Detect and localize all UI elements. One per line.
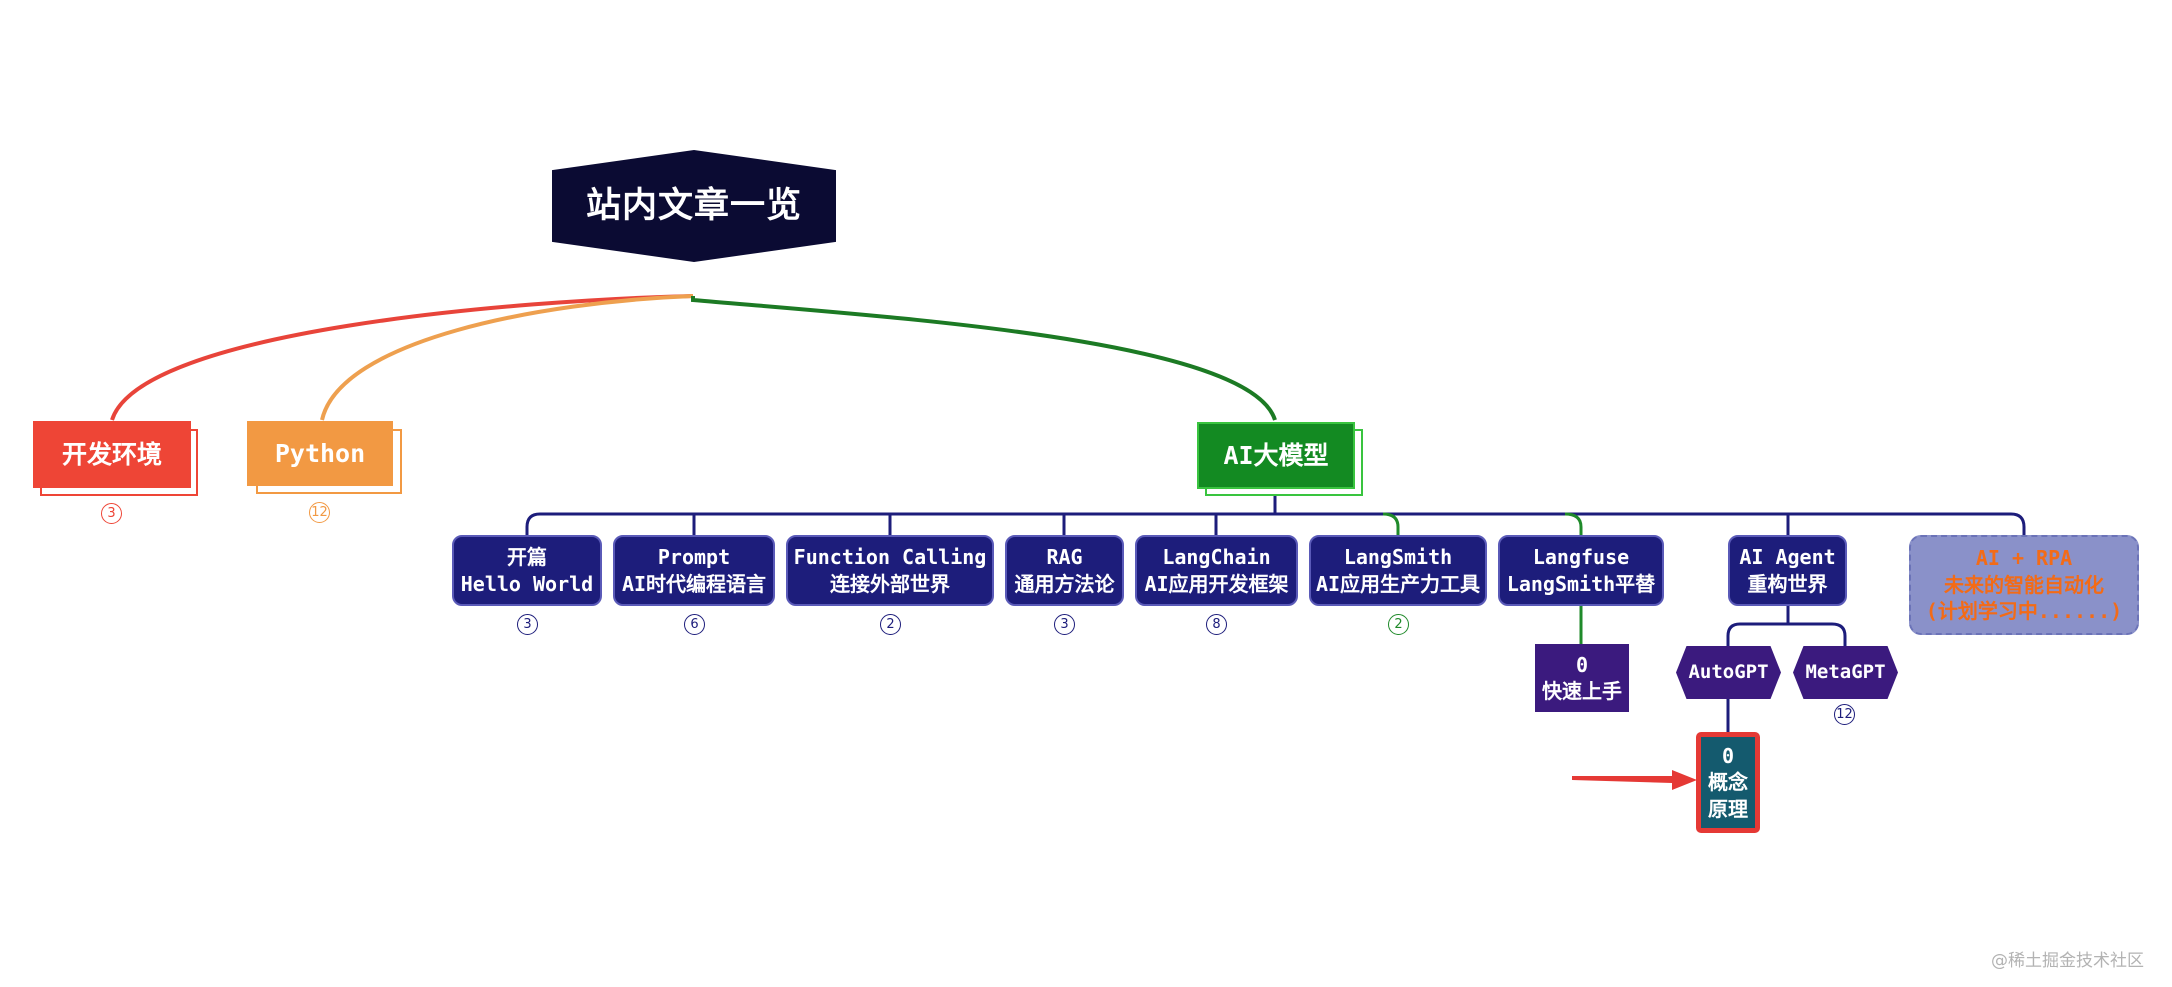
topic-title: LangChain (1162, 545, 1271, 570)
topic-subtitle: 通用方法论 (1014, 571, 1115, 596)
prompt-count-badge: 6 (684, 614, 705, 635)
red-arrow-icon (1572, 770, 1697, 790)
connector-dev-env (110, 294, 694, 421)
ai-bus-left (525, 512, 1275, 535)
node-number: 0 (1721, 743, 1735, 768)
python-node[interactable]: Python (247, 421, 393, 486)
topic-subtitle: AI应用生产力工具 (1315, 571, 1481, 596)
topic-note: (计划学习中......) (1925, 599, 2123, 624)
stub-langsmith (1382, 512, 1400, 535)
topic-subtitle: AI应用开发框架 (1144, 571, 1289, 596)
autogpt-node[interactable]: AutoGPT (1676, 646, 1781, 699)
hello-world-count-badge: 3 (517, 614, 538, 635)
topic-subtitle: 连接外部世界 (830, 571, 950, 596)
topic-title: Function Calling (793, 545, 987, 570)
agent-bus (1726, 622, 1847, 646)
topic-subtitle: 重构世界 (1747, 571, 1828, 596)
topic-title: AI Agent (1739, 545, 1836, 570)
connector-python (320, 294, 694, 421)
rag-count-badge: 3 (1054, 614, 1075, 635)
autogpt-concept-node[interactable]: 0 概念 原理 (1696, 732, 1760, 833)
topic-langsmith[interactable]: LangSmith AI应用生产力工具 (1309, 535, 1487, 606)
node-label: 原理 (1708, 796, 1748, 821)
langchain-count-badge: 8 (1206, 614, 1227, 635)
python-count-badge: 12 (309, 502, 330, 523)
topic-prompt[interactable]: Prompt AI时代编程语言 (613, 535, 775, 606)
stub-langfuse (1564, 512, 1583, 535)
topic-ai-agent[interactable]: AI Agent 重构世界 (1728, 535, 1847, 606)
topic-title: 开篇 (507, 545, 547, 570)
function-calling-count-badge: 2 (880, 614, 901, 635)
node-label: 概念 (1708, 770, 1748, 795)
ai-bus-right (1275, 512, 2026, 535)
topic-subtitle: Hello World (460, 571, 594, 596)
topic-title: LangSmith (1343, 545, 1453, 570)
topic-title: AI + RPA (1975, 546, 2073, 571)
watermark: @稀土掘金技术社区 (1991, 951, 2144, 971)
dev-env-node[interactable]: 开发环境 (33, 421, 191, 488)
dev-env-count-badge: 3 (101, 503, 122, 524)
metagpt-count-badge: 12 (1834, 704, 1855, 725)
topic-rag[interactable]: RAG 通用方法论 (1005, 535, 1124, 606)
topic-function-calling[interactable]: Function Calling 连接外部世界 (786, 535, 994, 606)
topic-subtitle: AI时代编程语言 (621, 571, 767, 596)
node-label: 快速上手 (1542, 679, 1622, 703)
connector-ai (691, 296, 1277, 421)
topic-subtitle: LangSmith平替 (1506, 571, 1656, 596)
topic-title: Langfuse (1532, 545, 1630, 570)
topic-ai-rpa: AI + RPA 未来的智能自动化 (计划学习中......) (1909, 535, 2139, 635)
topic-subtitle: 未来的智能自动化 (1944, 572, 2104, 597)
topic-langchain[interactable]: LangChain AI应用开发框架 (1135, 535, 1298, 606)
root-node[interactable]: 站内文章一览 (552, 150, 836, 262)
metagpt-node[interactable]: MetaGPT (1793, 646, 1898, 699)
ai-models-node[interactable]: AI大模型 (1197, 422, 1355, 489)
node-number: 0 (1575, 652, 1589, 677)
topic-title: Prompt (657, 545, 731, 570)
langsmith-count-badge: 2 (1388, 614, 1409, 635)
topic-hello-world[interactable]: 开篇 Hello World (452, 535, 602, 606)
langfuse-quickstart-node[interactable]: 0 快速上手 (1535, 644, 1629, 712)
topic-langfuse[interactable]: Langfuse LangSmith平替 (1498, 535, 1664, 606)
topic-title: RAG (1046, 545, 1083, 570)
